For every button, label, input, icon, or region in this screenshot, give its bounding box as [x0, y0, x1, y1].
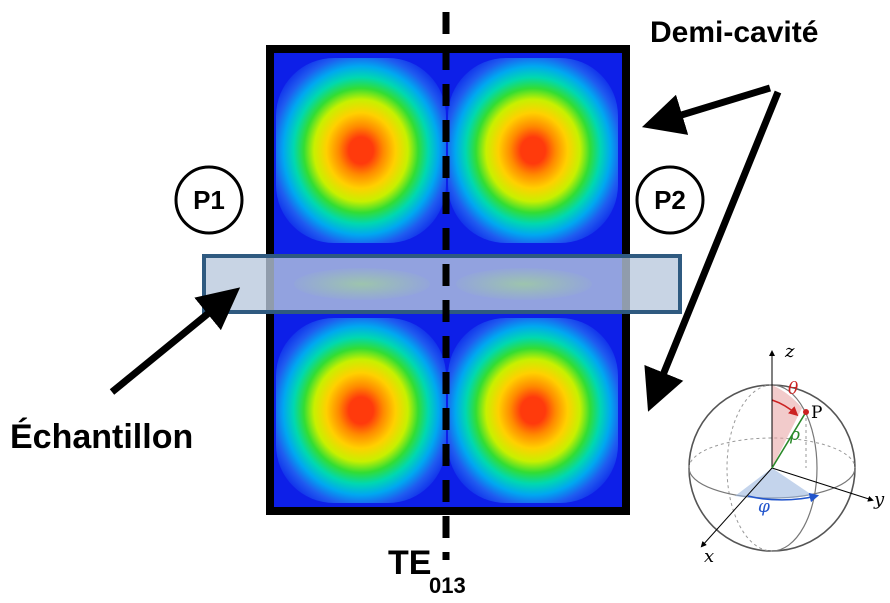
rho-label: ρ: [789, 425, 800, 445]
field-lobe-top-left: [276, 58, 446, 243]
point-p-label: P: [811, 403, 822, 423]
port-2: P2: [635, 165, 705, 235]
theta-label: θ: [788, 379, 798, 399]
sample-label: Échantillon: [10, 418, 193, 456]
field-lobe-bottom-right: [448, 318, 618, 503]
phi-sector: [735, 468, 812, 499]
sample-slab: [202, 254, 682, 314]
port-2-label: P2: [654, 185, 686, 215]
mode-label-base: TE: [388, 544, 431, 582]
phi-label: φ: [758, 497, 770, 517]
y-axis-label: y: [873, 489, 885, 510]
half-cavity-arrow-top: [641, 84, 772, 135]
port-1-label: P1: [193, 185, 225, 215]
spherical-coordinates-figure: z y x θ P ρ φ: [688, 341, 885, 567]
port-1: P1: [174, 165, 244, 235]
point-p-marker: [803, 409, 809, 415]
field-lobe-bottom-left: [276, 318, 446, 503]
x-axis-label: x: [704, 546, 714, 567]
theta-sector: [772, 385, 802, 468]
y-axis: [771, 467, 874, 502]
mode-label: TE 013: [388, 544, 466, 598]
half-cavity-arrow-bottom: [644, 90, 782, 412]
sample-arrow: [109, 287, 241, 395]
half-cavity-label: Demi-cavité: [650, 16, 818, 49]
z-axis-label: z: [784, 341, 795, 362]
field-lobe-top-right: [448, 58, 618, 243]
mode-label-subscript: 013: [429, 573, 466, 598]
x-axis: [700, 467, 773, 548]
